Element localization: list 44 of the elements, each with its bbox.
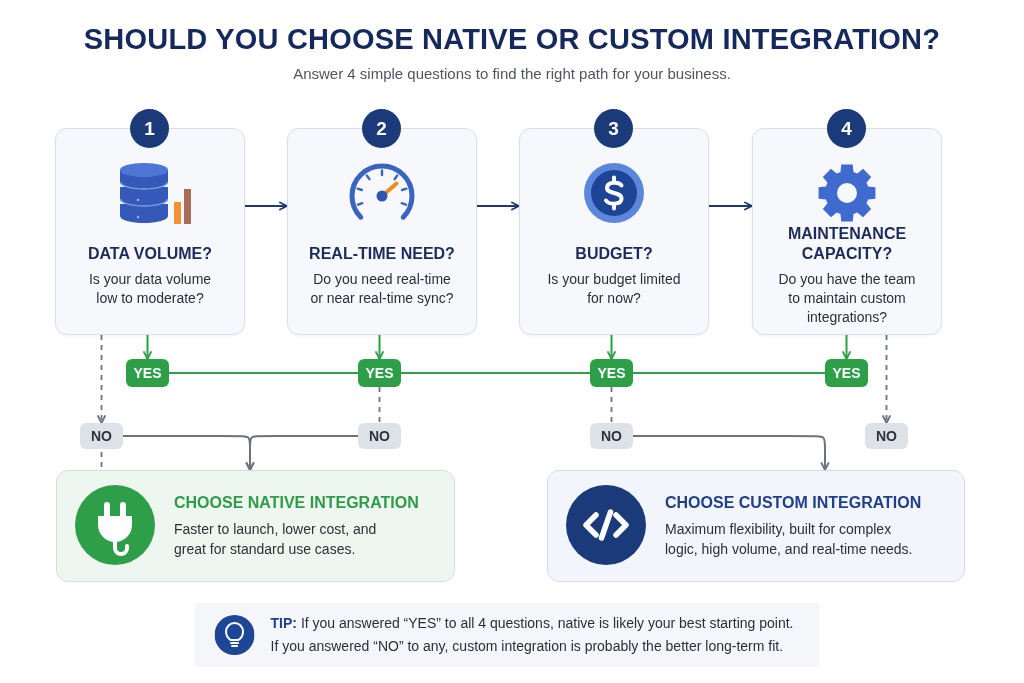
connector-line <box>632 372 826 374</box>
arrow <box>842 334 851 360</box>
yes-answer-tag: YES <box>358 359 401 387</box>
arrow <box>708 201 753 211</box>
tip-text: TIP: If you answered “YES” to all 4 questions, native is likely your best starting point. <box>270 614 794 633</box>
arrow <box>607 334 616 360</box>
card-question: Is your budget limited for now? <box>546 270 682 308</box>
result-heading: CHOOSE CUSTOM INTEGRATION <box>665 493 922 513</box>
tip-panel <box>194 603 820 667</box>
card-heading: DATA VOLUME? <box>87 244 213 264</box>
page-subtitle: Answer 4 simple questions to find the right path for your business. <box>293 64 731 84</box>
result-heading: CHOOSE NATIVE INTEGRATION <box>174 493 419 513</box>
result-panel <box>547 470 965 582</box>
dashed-arrow <box>882 334 891 424</box>
arrow <box>632 435 830 471</box>
no-answer-tag: NO <box>358 423 401 449</box>
arrow <box>245 435 359 471</box>
yes-answer-tag: YES <box>825 359 868 387</box>
result-description: Maximum flexibility, built for complex logic, high volume, and real-time needs. <box>665 520 914 559</box>
card-question: Is your data volume low to moderate? <box>88 270 212 308</box>
result-description: Faster to launch, lower cost, and great for standard use cases. <box>174 520 378 559</box>
arrow <box>375 334 384 360</box>
card-heading: BUDGET? <box>574 244 654 264</box>
dashed-line <box>378 386 381 424</box>
card-heading: MAINTENANCE CAPACITY? <box>787 224 907 264</box>
arrow <box>244 201 288 211</box>
result-panel <box>56 470 455 582</box>
connector-line <box>168 372 359 374</box>
dashed-arrow <box>97 334 106 424</box>
card-question: Do you need real-time or near real-time sync? <box>309 270 455 308</box>
no-answer-tag: NO <box>590 423 633 449</box>
dashed-line <box>100 451 103 468</box>
card-question: Do you have the team to maintain custom integrations? <box>778 270 916 327</box>
card-heading: REAL-TIME NEED? <box>308 244 456 264</box>
no-answer-tag: NO <box>865 423 908 449</box>
yes-answer-tag: YES <box>126 359 169 387</box>
page-title: SHOULD YOU CHOOSE NATIVE OR CUSTOM INTEGRATION? <box>83 22 941 57</box>
dashed-line <box>610 386 613 424</box>
connector-line <box>400 372 591 374</box>
no-answer-tag: NO <box>80 423 123 449</box>
arrow <box>476 201 520 211</box>
yes-answer-tag: YES <box>590 359 633 387</box>
tip-text: If you answered “NO” to any, custom integration is probably the better long-term fit. <box>270 637 785 656</box>
arrow <box>143 334 152 360</box>
